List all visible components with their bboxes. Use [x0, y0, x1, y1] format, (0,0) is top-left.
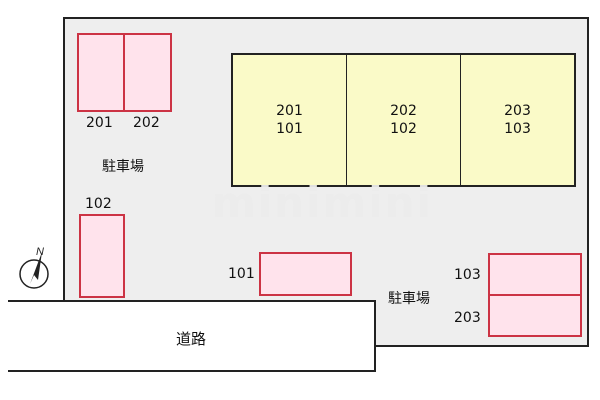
unit-number-upper: 201 — [276, 103, 303, 119]
parking-spot-label: 103 — [454, 267, 481, 283]
parking-area-label: 駐車場 — [102, 159, 144, 175]
parking-spot-label: 102 — [85, 196, 112, 212]
parking-spot-203 — [488, 294, 582, 337]
building-unit: 203 103 — [461, 55, 574, 185]
compass-north-icon: N — [18, 244, 58, 292]
building-unit: 202 102 — [347, 55, 461, 185]
road: 道路 — [8, 300, 376, 372]
unit-number-lower: 103 — [504, 121, 531, 137]
parking-area-label: 駐車場 — [388, 291, 430, 307]
parking-spot-102 — [79, 214, 125, 298]
parking-spot-label: 202 — [133, 115, 160, 131]
parking-spot-101 — [259, 252, 352, 296]
parking-spot-201 — [77, 33, 125, 112]
parking-spot-label: 201 — [86, 115, 113, 131]
parking-spot-202 — [123, 33, 172, 112]
unit-number-upper: 202 — [390, 103, 417, 119]
unit-number-lower: 101 — [276, 121, 303, 137]
building-unit: 201 101 — [233, 55, 347, 185]
parking-spot-103 — [488, 253, 582, 296]
road-label: 道路 — [175, 330, 206, 348]
unit-number-upper: 203 — [504, 103, 531, 119]
apartment-building: 201 101 202 102 203 103 — [231, 53, 576, 187]
parking-spot-label: 101 — [228, 266, 255, 282]
watermark: minimini — [212, 178, 433, 227]
compass-letter: N — [36, 246, 44, 258]
unit-number-lower: 102 — [390, 121, 417, 137]
parking-spot-label: 203 — [454, 310, 481, 326]
